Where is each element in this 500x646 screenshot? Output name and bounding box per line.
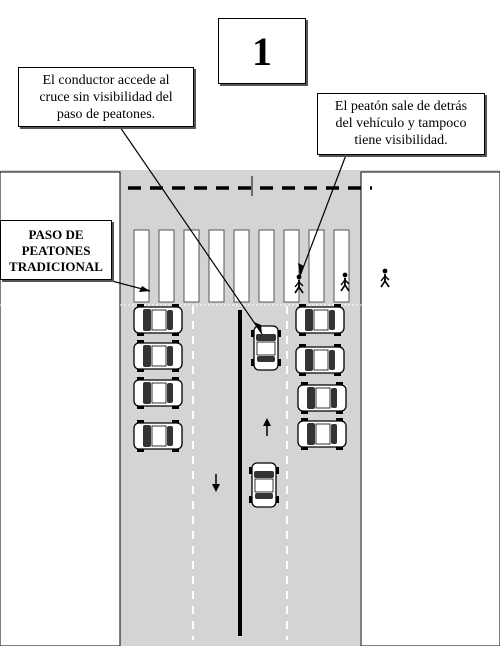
crossing-label-line: PASO DE bbox=[28, 227, 84, 242]
driver-callout-arrowhead bbox=[254, 322, 262, 334]
driver-callout-line: paso de peatones. bbox=[56, 107, 156, 122]
car-approaching bbox=[248, 462, 280, 508]
parked-car bbox=[295, 303, 345, 337]
sidewalk-right bbox=[360, 171, 500, 646]
pedestrian-callout-line: del vehículo y tampoco bbox=[335, 116, 467, 131]
zebra-crossing bbox=[133, 229, 350, 303]
pedestrian-callout-line: El peatón sale de detrás bbox=[334, 99, 468, 114]
crossing-label-line: TRADICIONAL bbox=[9, 259, 103, 274]
driver-callout-pointer bbox=[119, 126, 263, 335]
pedestrian-callout-arrowhead bbox=[298, 263, 304, 276]
pedestrian-callout-pointer bbox=[299, 154, 347, 277]
pedestrian-callout: El peatón sale de detrás del vehículo y … bbox=[317, 93, 485, 155]
panel-number: 1 bbox=[218, 18, 306, 84]
pedestrian-callout-line: tiene visibilidad. bbox=[354, 133, 448, 148]
car-at-crossing bbox=[250, 325, 282, 371]
driver-callout-line: cruce sin visibilidad del bbox=[39, 90, 173, 105]
driver-callout: El conductor accede al cruce sin visibil… bbox=[18, 67, 194, 127]
crossing-label-line: PEATONES bbox=[21, 243, 91, 258]
parked-car bbox=[133, 419, 183, 453]
parked-car bbox=[133, 303, 183, 337]
crossing-callout-arrowhead bbox=[139, 286, 150, 292]
arrow-up-icon bbox=[263, 418, 271, 436]
parked-car bbox=[133, 339, 183, 373]
driver-callout-line: El conductor accede al bbox=[42, 73, 170, 88]
crossing-label: PASO DE PEATONES TRADICIONAL bbox=[0, 220, 112, 280]
parked-car bbox=[133, 376, 183, 410]
parked-car bbox=[295, 343, 345, 377]
arrow-down-icon bbox=[212, 474, 220, 492]
parked-car bbox=[297, 381, 347, 415]
parked-car bbox=[297, 417, 347, 451]
